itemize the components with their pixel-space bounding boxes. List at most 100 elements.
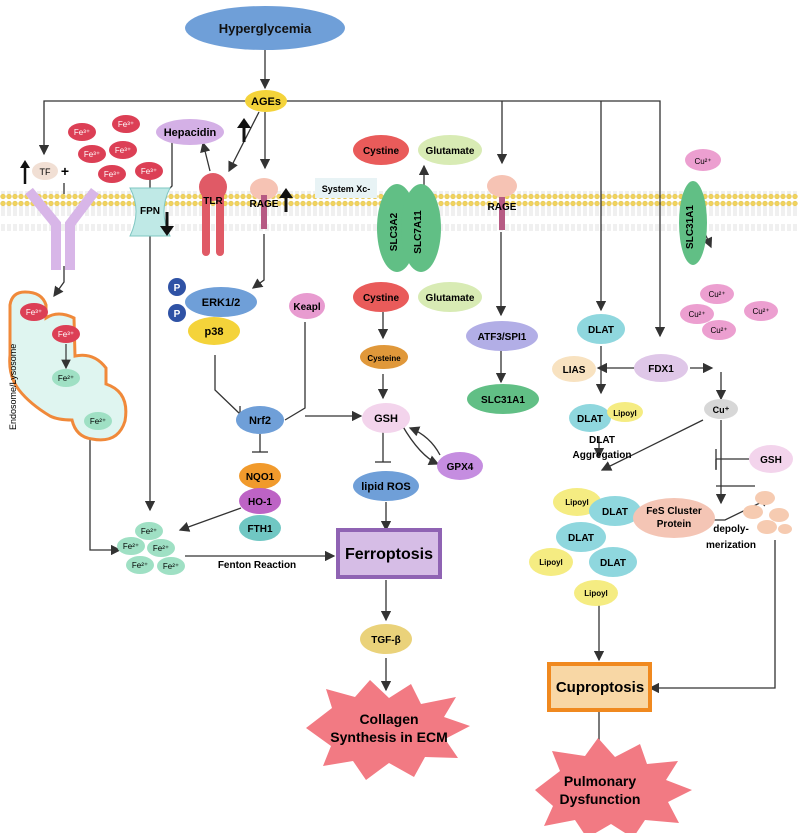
fpn-label: FPN — [140, 206, 160, 217]
hepacidin-label: Hepacidin — [164, 127, 217, 139]
svg-text:P: P — [174, 309, 181, 320]
pulmonary-label-2: Dysfunction — [560, 791, 641, 807]
cysteine-label: Cysteine — [367, 354, 401, 363]
plus-label: + — [61, 163, 69, 179]
svg-text:Cu²⁺: Cu²⁺ — [710, 326, 727, 335]
lipid-ros-node — [353, 471, 419, 501]
phosphate-icon-1 — [168, 278, 186, 296]
svg-text:Fe³⁺: Fe³⁺ — [74, 128, 90, 137]
svg-text:Fe²⁺: Fe²⁺ — [58, 374, 74, 383]
fdx1-label: FDX1 — [648, 364, 674, 375]
ages-node — [245, 90, 287, 112]
svg-text:DLAT: DLAT — [600, 558, 626, 569]
rage-receptor-left — [250, 178, 278, 229]
p38-label: p38 — [205, 326, 224, 338]
lipoyl-label-top: Lipoyl — [613, 409, 637, 418]
connectors — [38, 47, 776, 757]
nrf2-label: Nrf2 — [249, 415, 271, 427]
hyperglycemia-label: Hyperglycemia — [219, 21, 312, 36]
ferroptosis-label: Ferroptosis — [345, 546, 433, 563]
cystine-top-node — [353, 135, 409, 165]
cu1-label: Cu⁺ — [713, 405, 730, 415]
slc31a1-membrane-label: SLC31A1 — [685, 205, 696, 249]
ferroptosis-box — [336, 528, 442, 579]
tlr-label: TLR — [203, 196, 223, 207]
fenton-label: Fenton Reaction — [218, 560, 296, 571]
gsh-label: GSH — [374, 413, 398, 425]
ages-label: AGEs — [251, 96, 281, 108]
cystine-top-label: Cystine — [363, 146, 400, 157]
p38-node — [188, 317, 240, 345]
svg-text:Fe³⁺: Fe³⁺ — [118, 120, 134, 129]
fe3-ions: Fe³⁺ Fe³⁺ Fe³⁺ Fe³⁺ Fe³⁺ Fe³⁺ — [68, 115, 163, 183]
fes-label-line2: Protein — [657, 519, 691, 530]
keapl-label: Keapl — [293, 302, 320, 313]
svg-text:Lipoyl: Lipoyl — [539, 558, 563, 567]
dlat-aggregation-label-2: Aggregation — [573, 450, 632, 461]
dlat-label-lipoyl: DLAT — [577, 414, 603, 425]
svg-text:Fe³⁺: Fe³⁺ — [26, 308, 42, 317]
glutamate-bottom-node — [418, 282, 482, 312]
gsh-node — [362, 403, 410, 433]
atf3-label: ATF3/SPI1 — [478, 332, 527, 343]
svg-text:Fe²⁺: Fe²⁺ — [153, 544, 169, 553]
keapl-node — [289, 293, 325, 319]
depoly-label-1: depoly- — [713, 524, 749, 535]
system-xc-box — [315, 178, 377, 198]
cu1-node — [704, 399, 738, 419]
svg-text:Cu²⁺: Cu²⁺ — [688, 310, 705, 319]
fpn-channel — [129, 187, 171, 237]
ho1-node — [239, 488, 281, 514]
slc7a11-label: SLC7A11 — [413, 210, 424, 254]
tgfb-node — [360, 624, 412, 654]
fdx1-node — [634, 354, 688, 382]
gpx4-node — [437, 452, 483, 480]
fth1-node — [239, 515, 281, 541]
nrf2-node — [236, 406, 284, 434]
svg-text:Lipoyl: Lipoyl — [584, 589, 608, 598]
rage-label-left: RAGE — [250, 199, 279, 210]
dlat-label-top: DLAT — [588, 325, 614, 336]
fes-cluster-node — [633, 498, 715, 538]
svg-text:Fe²⁺: Fe²⁺ — [90, 417, 106, 426]
dlat-aggregation-label-1: DLAT — [589, 435, 615, 446]
tf-label: TF — [40, 167, 51, 177]
hepacidin-node — [156, 119, 224, 145]
fe3-endosome-2 — [52, 325, 80, 343]
glutamate-top-label: Glutamate — [426, 146, 475, 157]
dlat-aggregate: Lipoyl DLAT DLAT DLAT Lipoyl Lipoyl — [529, 488, 641, 606]
cuproptosis-box — [547, 662, 652, 712]
erk-node — [185, 287, 257, 317]
up-arrow-icon — [20, 160, 30, 168]
svg-text:DLAT: DLAT — [602, 507, 628, 518]
lias-label: LIAS — [563, 365, 586, 376]
collagen-label-2: Synthesis in ECM — [330, 729, 447, 745]
fth1-label: FTH1 — [248, 524, 273, 535]
down-arrow-icon — [160, 226, 174, 236]
svg-text:Fe²⁺: Fe²⁺ — [163, 562, 179, 571]
gsh-right-label: GSH — [760, 455, 782, 466]
dlat-node-top — [577, 314, 625, 344]
up-arrow-icon — [279, 188, 293, 198]
cystine-bottom-node — [353, 282, 409, 312]
dlat-node-lipoyl — [569, 404, 611, 432]
svg-text:Fe³⁺: Fe³⁺ — [141, 167, 157, 176]
svg-text:Fe³⁺: Fe³⁺ — [84, 150, 100, 159]
svg-text:Cu²⁺: Cu²⁺ — [708, 290, 725, 299]
cu2-ions: Cu²⁺ Cu²⁺ Cu²⁺ Cu²⁺ — [680, 284, 778, 340]
lias-node — [552, 356, 596, 382]
svg-text:Fe³⁺: Fe³⁺ — [115, 146, 131, 155]
collagen-burst — [306, 680, 470, 780]
slc31a1-label: SLC31A1 — [481, 395, 525, 406]
fe2-endosome-2 — [84, 412, 112, 430]
glutamate-bottom-label: Glutamate — [426, 293, 475, 304]
cu2-node-top — [685, 149, 721, 171]
fe2-endosome-1 — [52, 369, 80, 387]
depolymerized-fragments — [743, 491, 792, 534]
tf-node — [32, 162, 58, 180]
cysteine-node — [360, 345, 408, 369]
fe2-ions: Fe²⁺ Fe²⁺ Fe²⁺ Fe²⁺ Fe²⁺ — [117, 522, 185, 575]
svg-text:DLAT: DLAT — [568, 533, 594, 544]
svg-text:Cu²⁺: Cu²⁺ — [752, 307, 769, 316]
